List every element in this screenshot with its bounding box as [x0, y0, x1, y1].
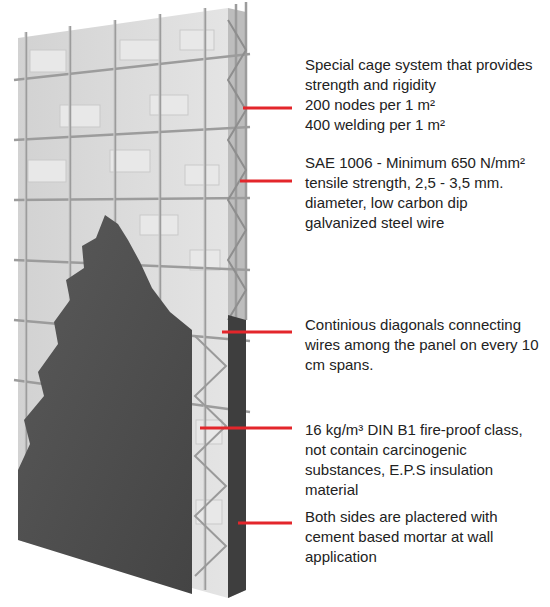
- callout-text: 200 nodes per 1 m²: [305, 95, 543, 115]
- callout-text: SAE 1006 - Minimum 650 N/mm² tensile str…: [305, 153, 541, 233]
- callout-text: Continious diagonals connecting wires am…: [305, 315, 543, 375]
- eps-diagonals: [195, 336, 226, 576]
- leader-line: [238, 522, 292, 525]
- callout-text: Special cage system that provides streng…: [305, 55, 543, 95]
- eps-face: [18, 8, 228, 598]
- mortar-side: [228, 315, 246, 598]
- leader-line: [200, 427, 292, 430]
- leader-lines: [200, 108, 292, 523]
- callout-text: 400 welding per 1 m²: [305, 115, 543, 135]
- callout-text: Both sides are plactered with cement bas…: [305, 507, 543, 567]
- leader-line: [243, 107, 292, 110]
- diagonal-wires: [228, 20, 246, 320]
- leader-line: [222, 331, 292, 334]
- leader-line: [240, 180, 292, 183]
- mortar-front: [18, 215, 192, 594]
- callout-text: 16 kg/m³ DIN B1 fire-proof class, not co…: [305, 420, 541, 500]
